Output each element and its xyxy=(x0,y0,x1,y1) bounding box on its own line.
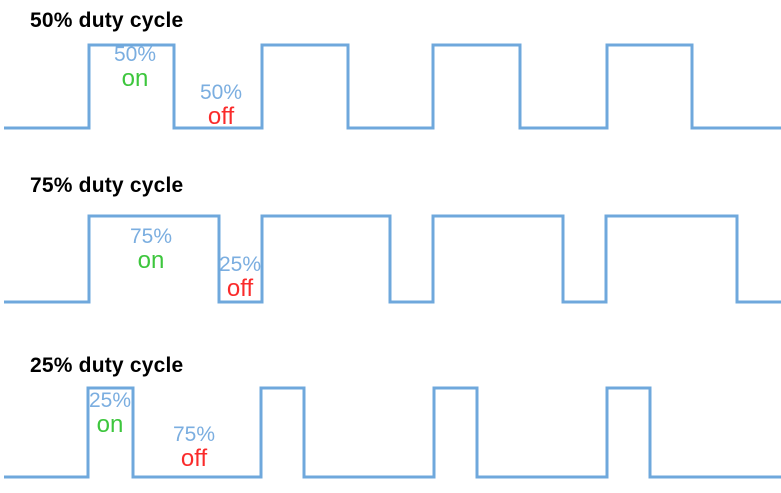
row-title-25: 25% duty cycle xyxy=(30,354,184,377)
annotation-percent-on-25: 25% xyxy=(88,389,132,412)
annotation-state-off-25: off xyxy=(180,445,208,472)
annotation-state-off-75: off xyxy=(226,275,254,302)
row-title-75: 75% duty cycle xyxy=(30,174,184,197)
annotation-state-off-50: off xyxy=(207,103,235,130)
waveform-path-50 xyxy=(4,43,781,130)
waveform-path-25 xyxy=(4,386,781,479)
annotation-percent-off-75: 25% xyxy=(218,253,262,276)
annotation-percent-off-50: 50% xyxy=(199,81,243,104)
annotation-percent-off-25: 75% xyxy=(172,423,216,446)
annotation-off-25: 75% off xyxy=(163,423,225,472)
annotation-state-on-25: on xyxy=(96,411,124,438)
row-title-50: 50% duty cycle xyxy=(30,9,184,32)
annotation-on-75: 75% on xyxy=(120,225,182,274)
annotation-off-50: 50% off xyxy=(190,81,252,130)
annotation-off-75: 25% off xyxy=(214,253,266,302)
waveform-path-75 xyxy=(4,214,781,304)
annotation-percent-on-50: 50% xyxy=(113,43,157,66)
annotation-state-on-75: on xyxy=(137,247,165,274)
annotation-percent-on-75: 75% xyxy=(129,225,173,248)
annotation-state-on-50: on xyxy=(121,65,149,92)
annotation-on-50: 50% on xyxy=(104,43,166,92)
annotation-on-25: 25% on xyxy=(84,389,136,438)
